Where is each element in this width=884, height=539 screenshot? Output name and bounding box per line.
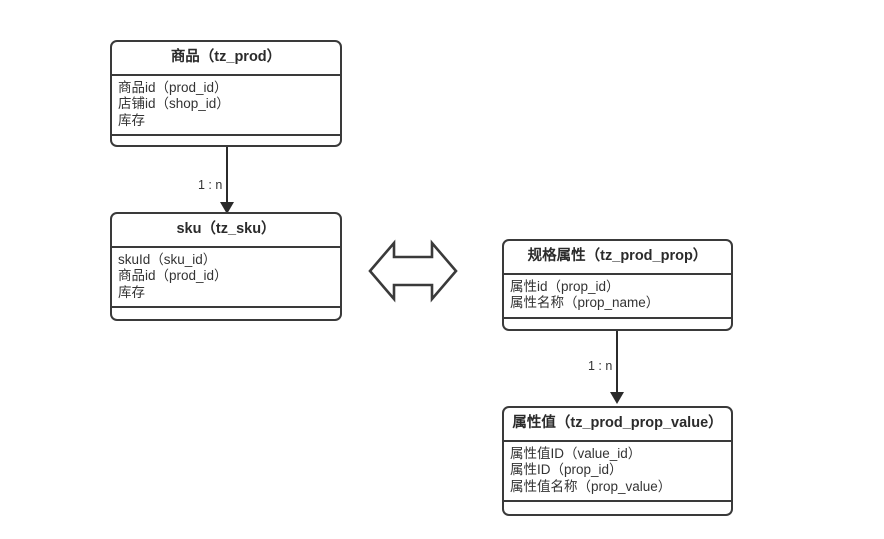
attribute-row: skuId（sku_id） xyxy=(118,251,217,267)
entity-attributes-propvalue: 属性值ID（value_id） 属性ID（prop_id） 属性值名称（prop… xyxy=(504,442,731,502)
connector-line xyxy=(226,147,228,205)
entity-attributes-prop: 属性id（prop_id） 属性名称（prop_name） xyxy=(504,275,731,319)
attribute-row: 属性名称（prop_name） xyxy=(510,295,660,310)
attribute-row: 属性id（prop_id） xyxy=(510,278,620,294)
entity-title-propvalue: 属性值（tz_prod_prop_value） xyxy=(504,408,731,442)
entity-box-sku[interactable]: sku（tz_sku） skuId（sku_id） 商品id（prod_id） … xyxy=(110,212,342,321)
attribute-row: 商品id（prod_id） xyxy=(118,79,228,95)
entity-attributes-sku: skuId（sku_id） 商品id（prod_id） 库存 xyxy=(112,248,340,308)
entity-methods-sku xyxy=(112,308,340,319)
entity-box-prop[interactable]: 规格属性（tz_prod_prop） 属性id（prop_id） 属性名称（pr… xyxy=(502,239,733,331)
attribute-row: 店铺id（shop_id） xyxy=(118,96,230,111)
attribute-row: 库存 xyxy=(118,112,145,128)
entity-box-prod[interactable]: 商品（tz_prod） 商品id（prod_id） 店铺id（shop_id） … xyxy=(110,40,342,147)
attribute-row: 库存 xyxy=(118,284,145,300)
entity-title-prop: 规格属性（tz_prod_prop） xyxy=(504,241,731,275)
entity-methods-prop xyxy=(504,319,731,330)
connector-line xyxy=(616,331,618,395)
entity-title-sku: sku（tz_sku） xyxy=(112,214,340,248)
entity-box-propvalue[interactable]: 属性值（tz_prod_prop_value） 属性值ID（value_id） … xyxy=(502,406,733,516)
entity-methods-prod xyxy=(112,136,340,145)
connector-label: 1 : n xyxy=(198,178,223,192)
double-headed-arrow-icon xyxy=(366,236,460,306)
attribute-row: 属性值名称（prop_value） xyxy=(510,478,672,494)
entity-attributes-prod: 商品id（prod_id） 店铺id（shop_id） 库存 xyxy=(112,76,340,136)
attribute-row: 属性ID（prop_id） xyxy=(510,462,623,477)
attribute-row: 属性值ID（value_id） xyxy=(510,445,642,461)
entity-methods-propvalue xyxy=(504,502,731,514)
entity-title-prod: 商品（tz_prod） xyxy=(112,42,340,76)
arrowhead-down-icon xyxy=(220,202,234,214)
attribute-row: 商品id（prod_id） xyxy=(118,268,228,283)
connector-label: 1 : n xyxy=(588,359,613,373)
arrowhead-down-icon xyxy=(610,392,624,404)
